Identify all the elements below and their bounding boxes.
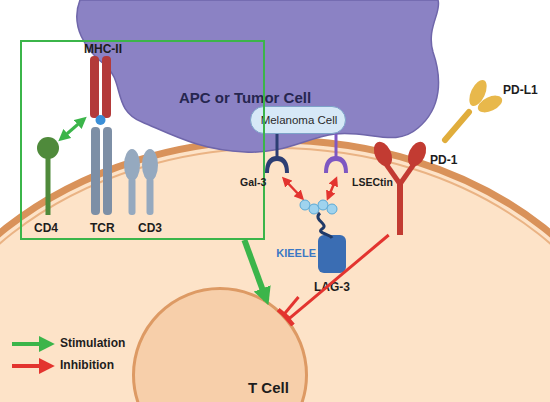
pd1-arm bbox=[400, 164, 414, 184]
molecule-label: PD-L1 bbox=[503, 84, 548, 98]
legend-text: Stimulation bbox=[60, 337, 150, 351]
cd4-stem bbox=[46, 158, 51, 215]
pd1-lobe bbox=[404, 139, 429, 169]
stimulation-arrow bbox=[244, 240, 266, 300]
legend-arrow bbox=[12, 364, 50, 368]
glycan-bead bbox=[327, 204, 337, 214]
cd3-stem bbox=[147, 178, 154, 215]
node-text: T Cell bbox=[248, 379, 308, 396]
glycan-bead bbox=[309, 204, 319, 214]
connector-group bbox=[244, 235, 388, 319]
lsectin-stem bbox=[335, 134, 338, 157]
node-text: TCR bbox=[90, 222, 130, 236]
lsectin-receptor bbox=[324, 156, 348, 173]
cd3-subunit bbox=[124, 149, 140, 181]
glycan-stem bbox=[318, 213, 332, 238]
t-cell-nucleus: T Cell bbox=[132, 287, 308, 402]
mhc-ii-chain bbox=[102, 56, 111, 118]
glycan-bead bbox=[318, 200, 328, 210]
lag3-domain bbox=[318, 235, 346, 273]
tcr-complex-frame: MHC-II CD4 TCR CD3 bbox=[20, 40, 265, 240]
node-text: KIEELE bbox=[268, 247, 316, 260]
node-text: APC or Tumor Cell bbox=[160, 89, 330, 106]
node-text: MHC-II bbox=[84, 43, 144, 57]
t-cell-membrane bbox=[0, 140, 550, 402]
glycan-bead bbox=[300, 200, 310, 210]
node-text: PD-1 bbox=[430, 154, 470, 168]
pdl1-lobe bbox=[475, 92, 504, 116]
node-text: CD4 bbox=[34, 222, 74, 236]
pdl1-stem bbox=[445, 112, 469, 140]
inhibition-arrow bbox=[288, 235, 388, 319]
t-cell-membrane-inner bbox=[0, 148, 550, 402]
node-text: CD3 bbox=[138, 222, 178, 236]
binding-arrow bbox=[328, 179, 336, 198]
pd1-lobe bbox=[370, 139, 395, 169]
cd4-head bbox=[37, 137, 59, 159]
peptide bbox=[96, 115, 106, 125]
cd3-subunit bbox=[142, 149, 158, 181]
pd1-stem bbox=[397, 182, 403, 235]
node-text: Melanoma Cell bbox=[251, 114, 347, 127]
mhc-ii-chain bbox=[90, 56, 99, 118]
gal3-receptor bbox=[265, 156, 289, 173]
molecule-label: Gal-3 bbox=[240, 176, 280, 188]
binding-arrow bbox=[284, 179, 302, 198]
legend-arrow bbox=[12, 342, 50, 346]
apc-body bbox=[77, 0, 439, 152]
stimulation-arrow bbox=[61, 119, 84, 139]
molecule-label: LSECtin bbox=[352, 176, 402, 188]
tcr-chain bbox=[91, 127, 100, 215]
lag3-receptor: KIEELELAG-3 bbox=[268, 230, 358, 297]
gal3-stem bbox=[276, 134, 279, 157]
legend-text: Inhibition bbox=[60, 359, 150, 373]
cd3-stem bbox=[129, 178, 136, 215]
tcr-chain bbox=[103, 127, 112, 215]
